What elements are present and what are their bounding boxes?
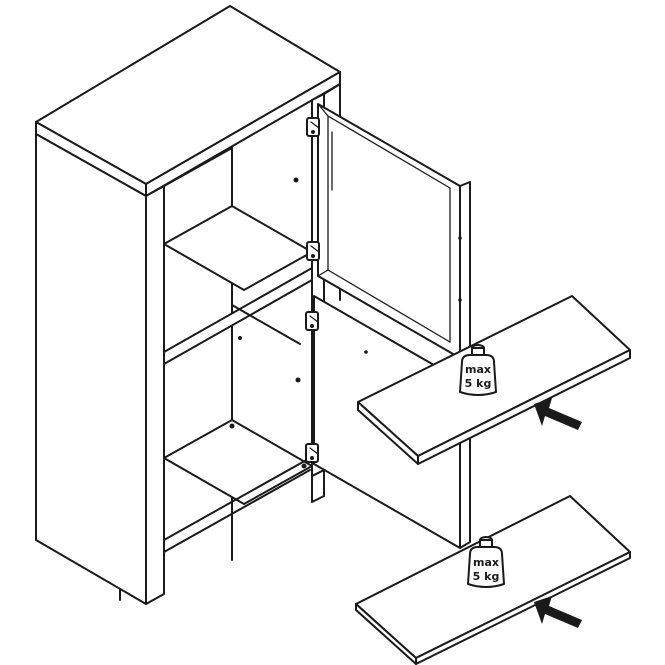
hinges <box>305 117 320 463</box>
insert-arrow-icon <box>534 596 582 628</box>
hinge <box>306 241 320 261</box>
shelf-lower: max 5 kg <box>355 495 631 665</box>
hinge <box>306 117 320 137</box>
hinge <box>305 443 319 463</box>
insert-arrow-icon <box>534 398 582 430</box>
cabinet-top <box>35 5 341 197</box>
weight-label-value: 5 kg <box>465 377 492 390</box>
hinge <box>305 311 319 331</box>
cabinet-left-side <box>35 133 165 605</box>
shelf-upper: max 5 kg <box>357 295 631 465</box>
weight-icon: max 5 kg <box>467 536 505 588</box>
weight-label-max: max <box>473 556 499 569</box>
weight-label-value: 5 kg <box>473 570 500 583</box>
weight-label-max: max <box>465 363 491 376</box>
cabinet-interior <box>163 147 325 561</box>
weight-icon: max 5 kg <box>459 344 497 396</box>
